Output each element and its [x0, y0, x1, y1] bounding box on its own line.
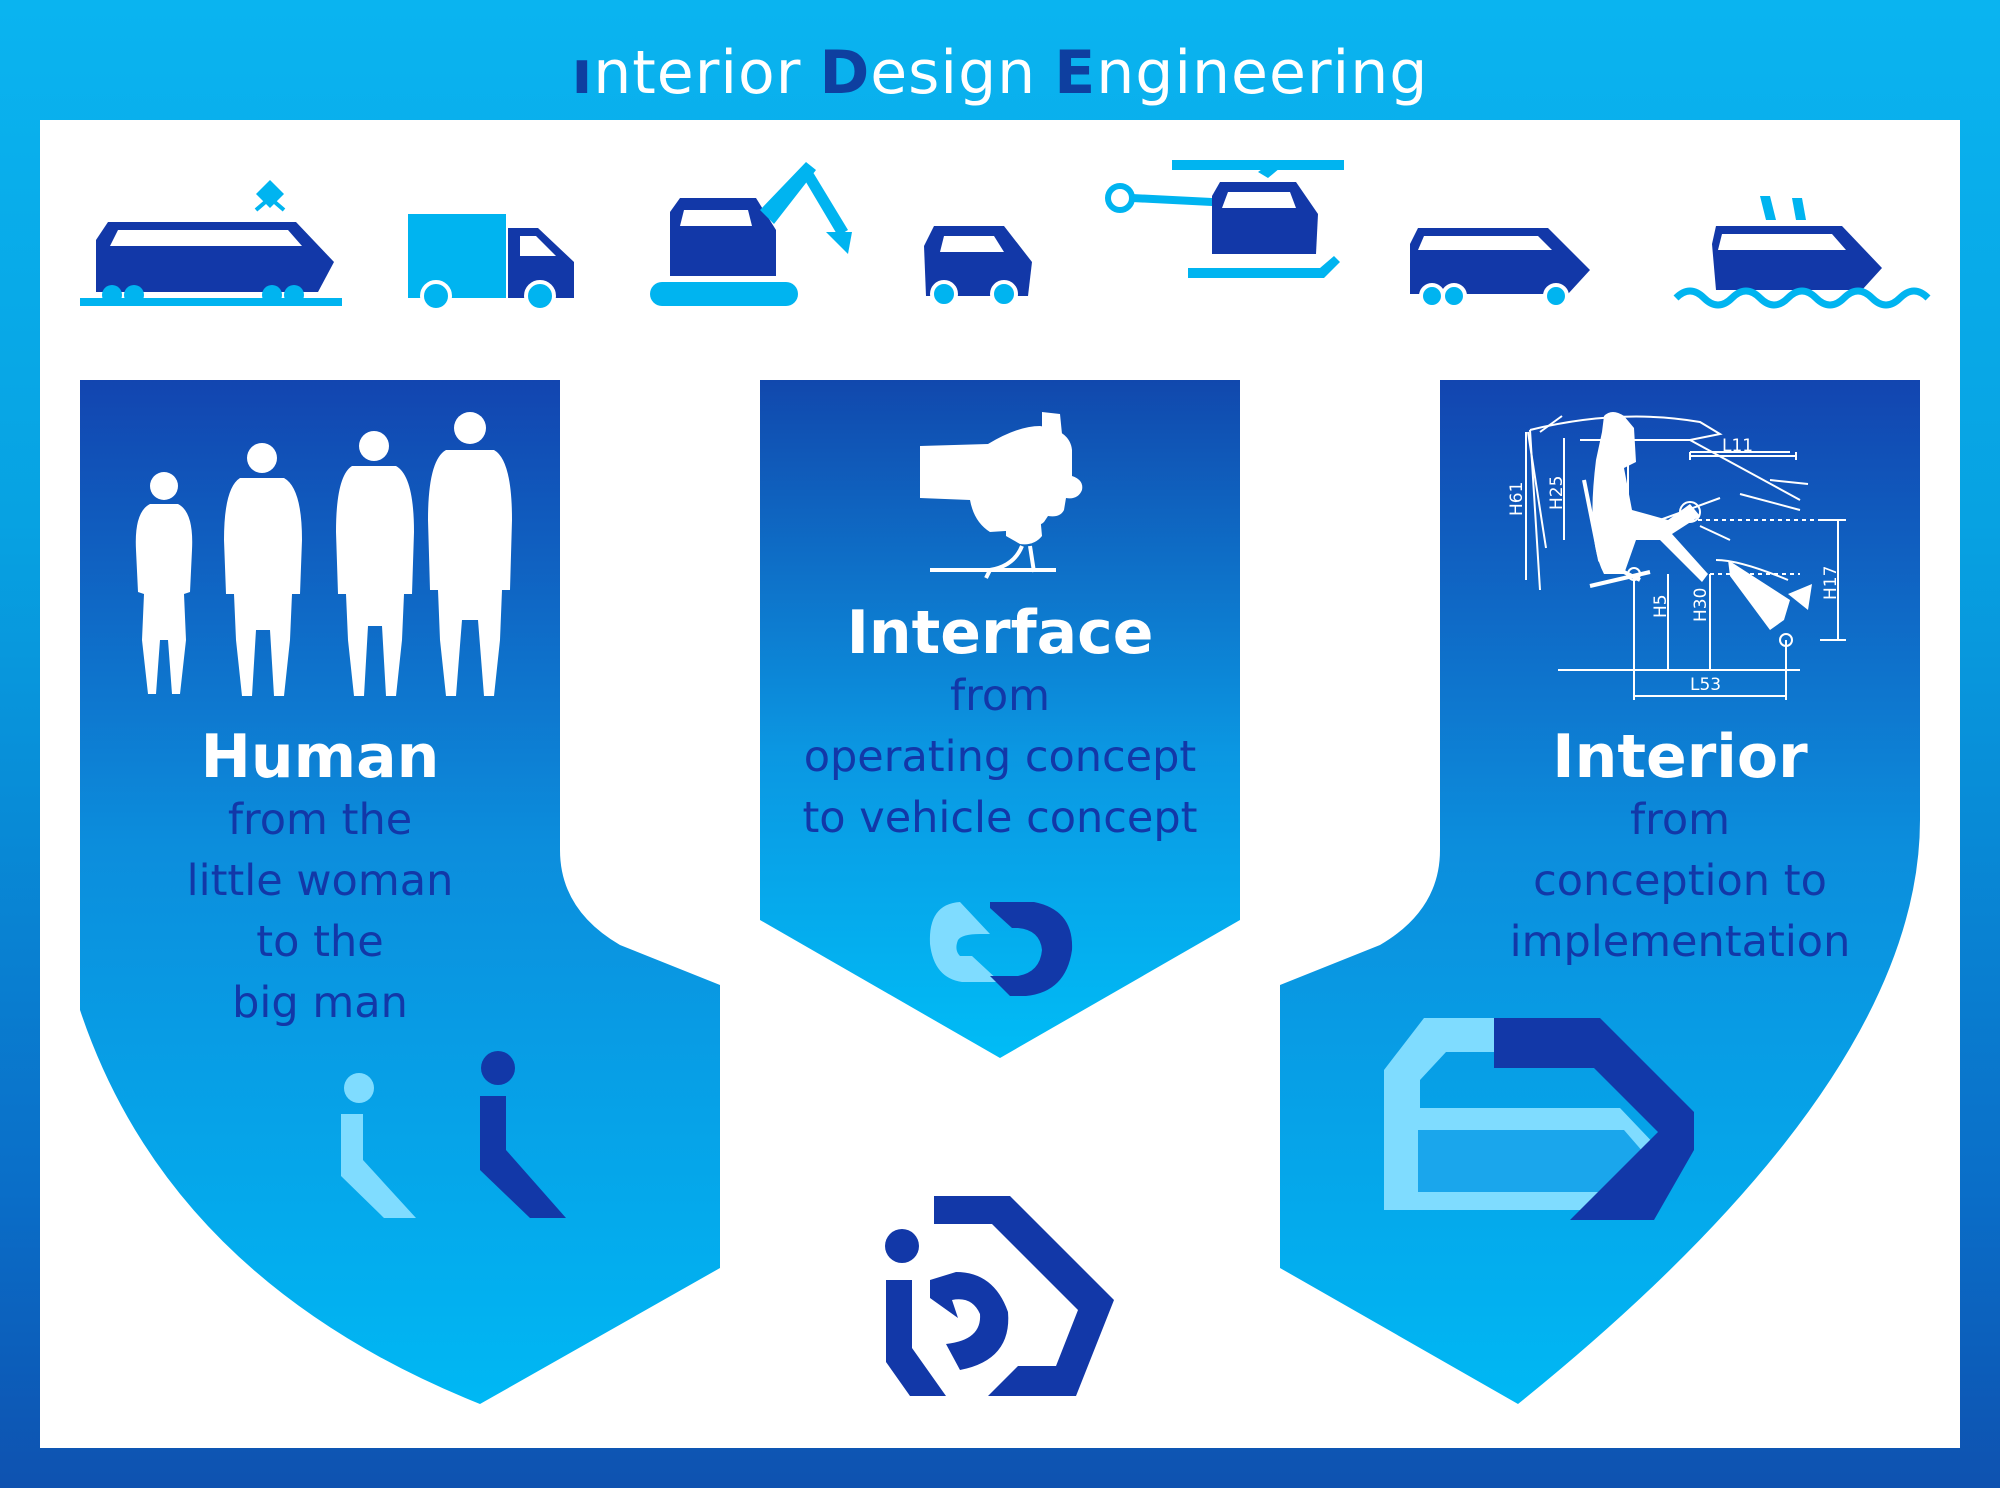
- dim-label-h25: H25: [1547, 476, 1567, 510]
- seating-dimension-diagram-icon: [1525, 412, 1846, 700]
- human-line-4: big man: [232, 978, 408, 1028]
- human-line-3: to the: [256, 917, 384, 967]
- human-silhouettes-icon: [135, 412, 512, 696]
- hand-joystick-icon: [920, 412, 1083, 579]
- boat-icon: [1673, 196, 1931, 309]
- dim-label-l11: L11: [1722, 436, 1753, 456]
- interface-column-shape: [760, 380, 1240, 1058]
- title-word-design: Design: [819, 38, 1037, 108]
- bus-icon: [1410, 228, 1590, 309]
- dim-label-l53: L53: [1690, 675, 1721, 695]
- helicopter-icon: [1105, 160, 1344, 278]
- dim-label-h30: H30: [1691, 588, 1711, 622]
- interface-text-block: Interface from operating concept to vehi…: [760, 600, 1240, 849]
- title-word-engineering: Engineering: [1054, 38, 1429, 108]
- interface-line-3: to vehicle concept: [802, 793, 1198, 843]
- human-heading: Human: [200, 722, 440, 792]
- dim-label-h5: H5: [1651, 594, 1671, 618]
- small-i-logo-icon: [341, 1073, 416, 1218]
- excavator-icon: [650, 162, 852, 306]
- interior-line-1: from: [1629, 795, 1731, 845]
- interface-line-2: operating concept: [803, 732, 1197, 782]
- man-silhouette-medium-icon: [336, 431, 414, 696]
- man-silhouette-tall-icon: [428, 412, 512, 696]
- human-line-1: from the: [227, 795, 413, 845]
- dim-label-h61: H61: [1507, 482, 1527, 516]
- large-i-logo-icon: [480, 1051, 566, 1218]
- seating-diagram-labels: L11 H61 H25 H17 H5 H30 L53: [1507, 436, 1841, 695]
- car-icon: [924, 226, 1032, 308]
- interface-line-1: from: [949, 671, 1051, 721]
- train-icon: [80, 180, 342, 306]
- man-silhouette-small-icon: [224, 443, 302, 696]
- dim-label-h17: H17: [1821, 566, 1841, 600]
- human-line-2: little woman: [186, 856, 454, 906]
- interface-heading: Interface: [846, 598, 1154, 668]
- truck-icon: [408, 214, 574, 312]
- interior-logo-icon: [1384, 1018, 1694, 1220]
- interior-line-2: conception to: [1533, 856, 1827, 906]
- interior-line-3: implementation: [1509, 917, 1851, 967]
- interior-text-block: Interior from conception to implementati…: [1440, 724, 1920, 973]
- woman-silhouette-icon: [135, 472, 193, 694]
- human-text-block: Human from the little woman to the big m…: [120, 724, 520, 1034]
- title-word-interior: ınterior: [571, 38, 802, 108]
- ide-logo-icon: [885, 1196, 1114, 1396]
- interior-heading: Interior: [1552, 722, 1808, 792]
- interface-logo-icon: [929, 902, 1073, 996]
